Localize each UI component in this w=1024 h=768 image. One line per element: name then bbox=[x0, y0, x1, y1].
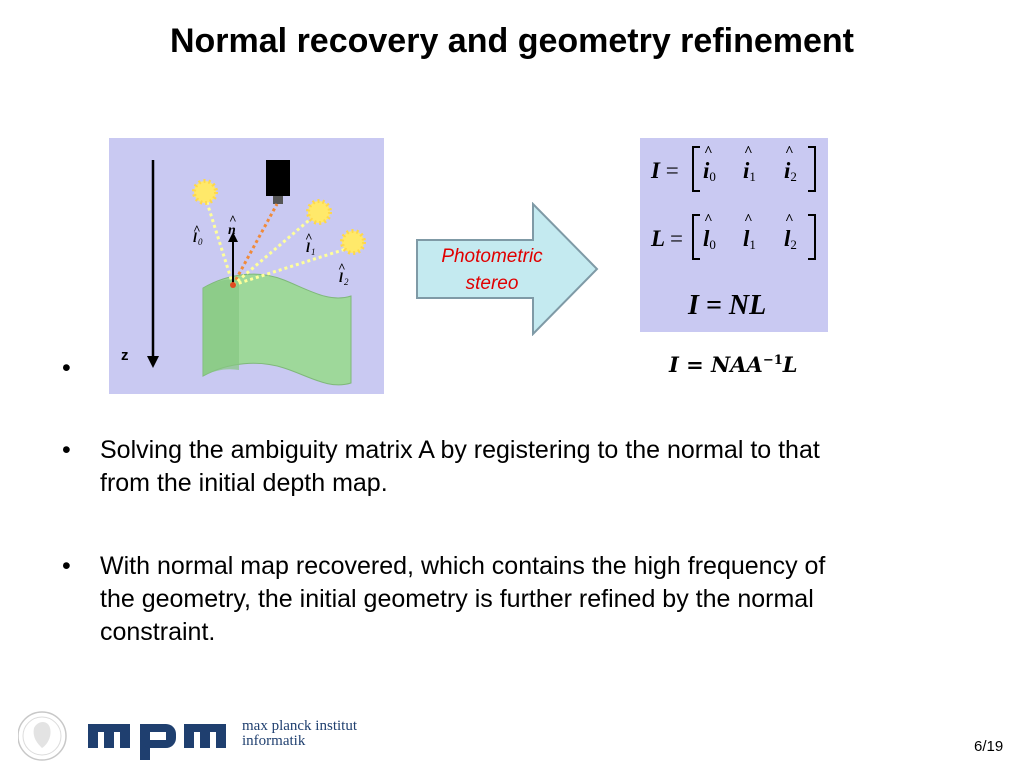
label-l1-hat: ^ bbox=[305, 230, 312, 245]
label-l2-hat: ^ bbox=[338, 260, 345, 275]
minerva-seal-icon bbox=[18, 711, 67, 761]
eq-i-equals-naal: I = NAA−1L bbox=[669, 352, 798, 377]
institute-name: max planck institut informatik bbox=[242, 718, 357, 749]
eq-L-equals: = bbox=[669, 226, 683, 251]
arrow-label-line2: stereo bbox=[465, 273, 519, 294]
normal-arrowhead bbox=[228, 232, 238, 242]
eq-I-left-bracket bbox=[692, 146, 700, 192]
surface-patch bbox=[202, 273, 352, 386]
sun-icon bbox=[192, 179, 218, 205]
surface-point bbox=[230, 282, 236, 288]
eq-I-lhs: I bbox=[651, 158, 660, 183]
eq-L-row: L = bbox=[651, 226, 683, 252]
sun-icon bbox=[306, 199, 332, 225]
eq-L-right-bracket bbox=[808, 214, 816, 260]
eq-I-term1: i1 bbox=[743, 144, 756, 185]
eq-I-right-bracket bbox=[808, 146, 816, 192]
label-z: z bbox=[121, 347, 129, 364]
setup-illustration: ^ l 0 ^ n ^ l 1 ^ l 2 z bbox=[121, 160, 366, 386]
eq-I-term0: i0 bbox=[703, 144, 716, 185]
label-l0-sub: 0 bbox=[198, 237, 203, 247]
page-number: 6/19 bbox=[974, 738, 1004, 755]
eq-L-lhs: L bbox=[651, 226, 665, 251]
eq-L-term2: l2 bbox=[784, 212, 797, 253]
label-l1: l bbox=[306, 241, 310, 256]
camera-icon bbox=[266, 160, 290, 196]
label-l0-hat: ^ bbox=[193, 222, 200, 237]
eq-L-term1: l1 bbox=[743, 212, 756, 253]
bullet-text-refinement: With normal map recovered, which contain… bbox=[100, 552, 826, 646]
label-n-hat: ^ bbox=[229, 212, 236, 227]
z-axis-arrowhead bbox=[147, 356, 159, 368]
arrow-label: Photometric stereo bbox=[422, 243, 562, 297]
camera-lens bbox=[273, 196, 283, 204]
eq-L-left-bracket bbox=[692, 214, 700, 260]
eq-I-equals: = bbox=[665, 158, 679, 183]
bullet-text-ambiguity: Solving the ambiguity matrix A by regist… bbox=[100, 436, 820, 497]
equation-box bbox=[640, 138, 828, 332]
bullet-marker: • bbox=[62, 552, 71, 580]
label-l1-sub: 1 bbox=[311, 247, 316, 257]
label-l2-sub: 2 bbox=[344, 277, 349, 287]
surface-shade bbox=[203, 279, 239, 376]
label-l2: l bbox=[339, 271, 343, 286]
label-n: n bbox=[228, 223, 236, 238]
photometric-stereo-arrow bbox=[416, 202, 599, 336]
eq-I-row: I = bbox=[651, 158, 679, 184]
photometric-setup-figure: ^ l 0 ^ n ^ l 1 ^ l 2 z bbox=[109, 138, 384, 394]
sun-icon bbox=[340, 229, 366, 255]
view-ray bbox=[231, 203, 279, 286]
eq-I-term2: i2 bbox=[784, 144, 797, 185]
arrow-label-line1: Photometric bbox=[441, 246, 543, 267]
label-l0: l bbox=[193, 231, 197, 246]
light-ray-2 bbox=[232, 246, 350, 287]
bullet-marker: • bbox=[62, 436, 71, 464]
mpi-logo bbox=[18, 711, 226, 761]
eq-L-term0: l0 bbox=[703, 212, 716, 253]
slide-title: Normal recovery and geometry refinement bbox=[169, 22, 855, 60]
mpi-letters bbox=[88, 724, 226, 760]
eq-i-equals-nl: I = NL bbox=[688, 290, 767, 321]
bullet-marker-empty: • bbox=[62, 354, 71, 382]
